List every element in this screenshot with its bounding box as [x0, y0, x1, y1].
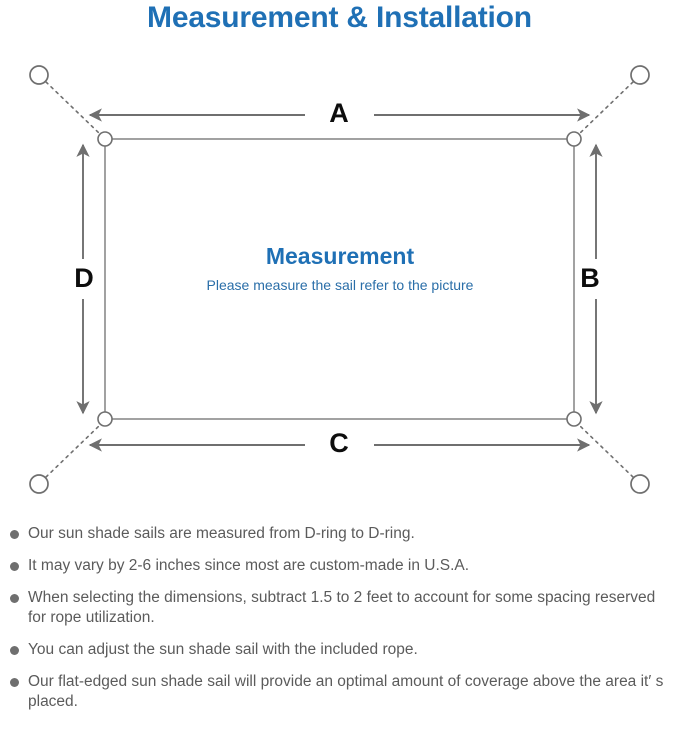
- bullet-icon: [10, 530, 19, 539]
- anchor-point-bottom-right-icon: [630, 474, 650, 494]
- list-item: When selecting the dimensions, subtract …: [0, 588, 679, 628]
- d-ring-top-left-icon: [97, 131, 113, 147]
- bullet-icon: [10, 562, 19, 571]
- d-ring-bottom-left-icon: [97, 411, 113, 427]
- dimension-label-c: C: [329, 428, 349, 458]
- list-item-text: Our sun shade sails are measured from D-…: [28, 525, 415, 542]
- list-item-text: You can adjust the sun shade sail with t…: [28, 641, 418, 658]
- bullet-icon: [10, 678, 19, 687]
- rope-line-bottom-left: [45, 424, 101, 478]
- rope-line-top-right: [578, 81, 634, 135]
- rope-line-bottom-right: [578, 424, 634, 478]
- list-item: Our sun shade sails are measured from D-…: [0, 524, 679, 544]
- anchor-point-top-left-icon: [29, 65, 49, 85]
- bullet-icon: [10, 594, 19, 603]
- list-item: Our flat-edged sun shade sail will provi…: [0, 672, 679, 712]
- list-item: You can adjust the sun shade sail with t…: [0, 640, 679, 660]
- anchor-point-bottom-left-icon: [29, 474, 49, 494]
- list-item-text: When selecting the dimensions, subtract …: [28, 589, 656, 626]
- list-item-text: It may vary by 2-6 inches since most are…: [28, 557, 470, 574]
- page-title: Measurement & Installation: [147, 1, 532, 34]
- sail-subtext: Please measure the sail refer to the pic…: [206, 277, 474, 293]
- dimension-label-d: D: [74, 263, 94, 293]
- list-item: It may vary by 2-6 inches since most are…: [0, 556, 679, 576]
- sail-heading: Measurement: [265, 243, 415, 269]
- dimension-label-b: B: [580, 263, 600, 293]
- d-ring-top-right-icon: [566, 131, 582, 147]
- shade-sail-body: [104, 138, 575, 420]
- dimension-label-a: A: [329, 98, 349, 128]
- notes-list: Our sun shade sails are measured from D-…: [0, 524, 679, 724]
- list-item-text: Our flat-edged sun shade sail will provi…: [28, 673, 664, 710]
- sun-shade-sail-measurement-diagram: [29, 65, 650, 494]
- anchor-point-top-right-icon: [630, 65, 650, 85]
- rope-line-top-left: [45, 81, 101, 135]
- bullet-icon: [10, 646, 19, 655]
- d-ring-bottom-right-icon: [566, 411, 582, 427]
